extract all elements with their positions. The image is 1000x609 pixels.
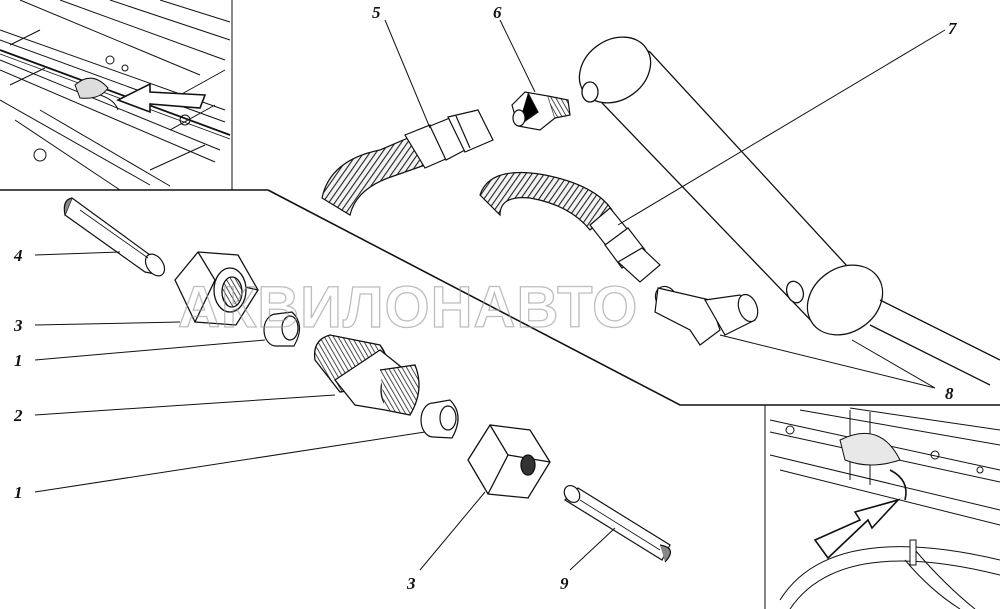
nut-3-lower [467,424,551,499]
tube-4 [63,197,166,277]
sleeve-1-lower [420,399,459,439]
inset-frame-top-left [0,0,268,191]
elbow-8 [654,285,759,346]
callout-5: 5 [372,3,381,22]
tube-9 [563,485,671,563]
callout-3-upper: 3 [13,316,23,335]
adapter-6 [511,91,571,131]
cylinder-7 [578,36,1000,386]
watermark-text: АКВИЛОНАВТО [178,275,638,340]
callout-4: 4 [13,246,23,265]
callout-1-upper: 1 [14,351,23,370]
hose-7-elbow [479,172,661,283]
callout-7: 7 [948,19,958,38]
callout-3-lower: 3 [406,574,416,593]
callout-2: 2 [13,406,23,425]
callout-9: 9 [560,574,569,593]
sleeve-1-upper [263,311,301,347]
callout-numbers: 5 6 7 4 3 1 2 1 8 3 9 [13,3,958,593]
leader-lines [34,19,946,571]
section-divider [267,189,1000,406]
hose-5 [321,109,494,216]
inset-frame-bottom-right [764,405,1000,609]
union-2 [313,334,420,416]
callout-8: 8 [945,384,954,403]
nut-3-upper [174,251,259,326]
callout-6: 6 [493,3,502,22]
callout-1-lower: 1 [14,483,23,502]
